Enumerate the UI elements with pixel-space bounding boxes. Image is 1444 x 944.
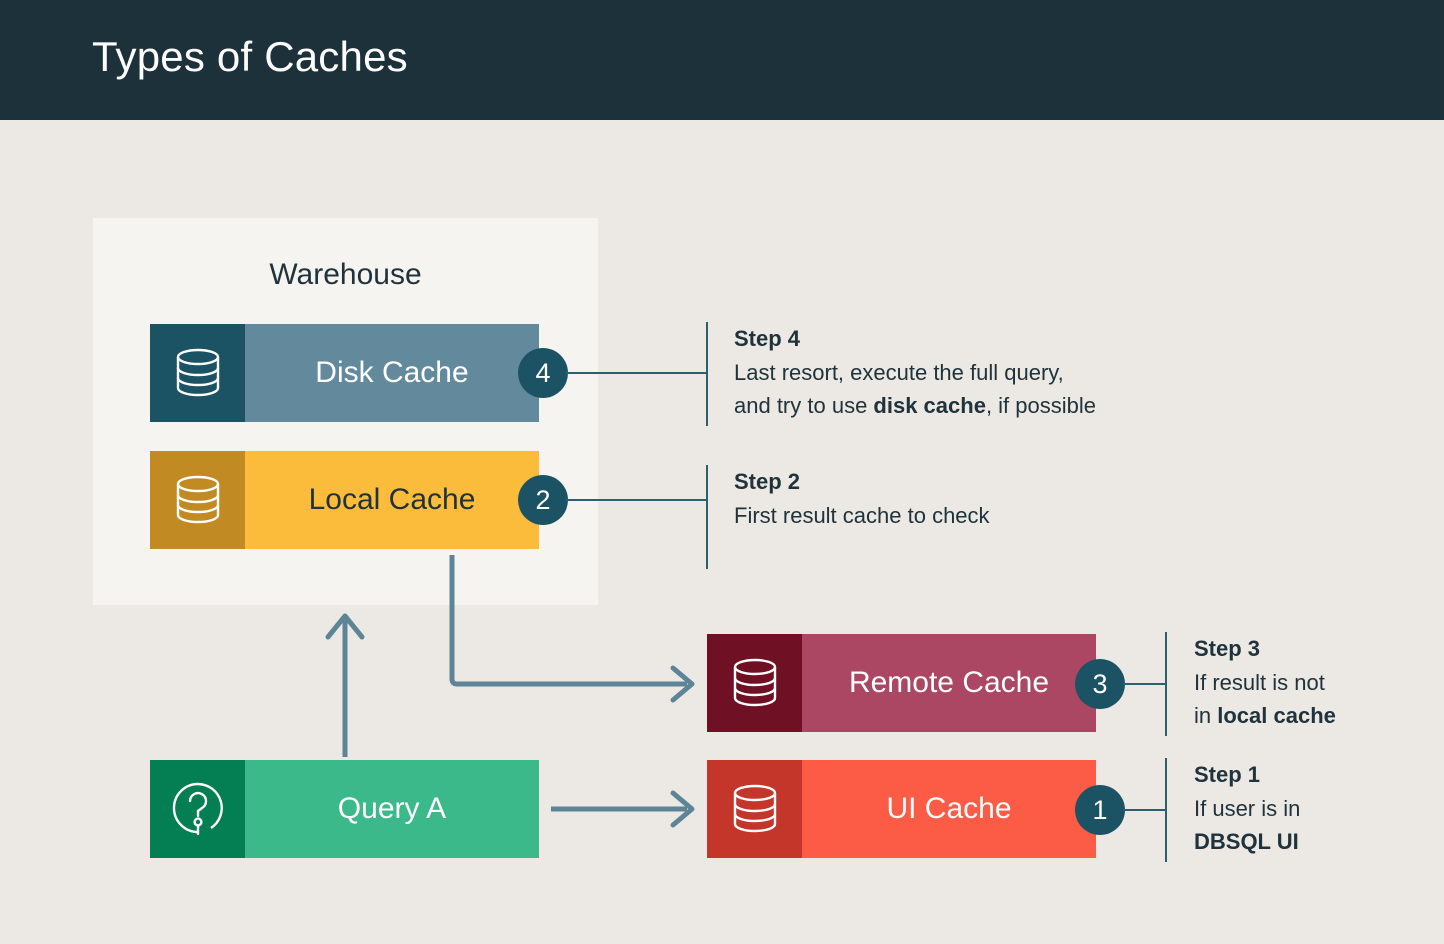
step-3-body: If result is not in local cache xyxy=(1194,666,1424,732)
leader-line-step1 xyxy=(1123,809,1166,811)
step-1-body: If user is in DBSQL UI xyxy=(1194,792,1424,858)
step-1-title: Step 1 xyxy=(1194,762,1261,787)
disk-cache-node[interactable]: Disk Cache xyxy=(150,324,539,422)
ui-cache-label: UI Cache xyxy=(886,792,1012,825)
query-body: Query A xyxy=(245,760,539,858)
local-cache-node[interactable]: Local Cache xyxy=(150,451,539,549)
step-2-title: Step 2 xyxy=(734,469,801,494)
step-badge-1[interactable]: 1 xyxy=(1075,785,1125,835)
step-3-line1: If result is not xyxy=(1194,670,1325,695)
question-mark-circle-icon xyxy=(150,760,245,858)
local-cache-body: Local Cache xyxy=(245,451,539,549)
remote-cache-label: Remote Cache xyxy=(848,666,1050,699)
leader-bracket-step1 xyxy=(1165,758,1167,862)
step-4-block: Step 4 Last resort, execute the full que… xyxy=(734,326,1224,422)
leader-line-step2 xyxy=(566,499,707,501)
ui-cache-node[interactable]: UI Cache xyxy=(707,760,1096,858)
step-4-line2-post: , if possible xyxy=(985,393,1096,418)
disk-cache-body: Disk Cache xyxy=(245,324,539,422)
step-2-body: First result cache to check xyxy=(734,499,1154,532)
step-4-title: Step 4 xyxy=(734,326,801,351)
remote-cache-node[interactable]: Remote Cache xyxy=(707,634,1096,732)
query-node[interactable]: Query A xyxy=(150,760,539,858)
disk-cache-label: Disk Cache xyxy=(315,356,469,389)
step-3-line2-pre: in xyxy=(1194,703,1218,728)
leader-bracket-step2 xyxy=(706,465,708,569)
page-header: Types of Caches xyxy=(0,0,1444,120)
step-1-line2-bold: DBSQL UI xyxy=(1194,829,1299,854)
step-3-title: Step 3 xyxy=(1194,636,1261,661)
database-icon xyxy=(150,451,245,549)
leader-bracket-step4 xyxy=(706,322,708,426)
step-1-block: Step 1 If user is in DBSQL UI xyxy=(1194,762,1424,858)
step-badge-2[interactable]: 2 xyxy=(518,475,568,525)
leader-line-step3 xyxy=(1123,683,1166,685)
arrow-query-to-ui-cache xyxy=(551,790,695,828)
step-3-block: Step 3 If result is not in local cache xyxy=(1194,636,1424,732)
database-icon xyxy=(707,634,802,732)
database-icon xyxy=(150,324,245,422)
step-3-line2-bold: local cache xyxy=(1217,703,1336,728)
step-4-line2-bold: disk cache xyxy=(873,393,986,418)
step-badge-4[interactable]: 4 xyxy=(518,348,568,398)
step-2-block: Step 2 First result cache to check xyxy=(734,469,1154,532)
warehouse-label: Warehouse xyxy=(269,258,422,291)
leader-line-step4 xyxy=(566,372,707,374)
page-title: Types of Caches xyxy=(92,33,408,80)
step-1-line1: If user is in xyxy=(1194,796,1301,821)
local-cache-label: Local Cache xyxy=(308,483,476,516)
ui-cache-body: UI Cache xyxy=(802,760,1096,858)
step-badge-3[interactable]: 3 xyxy=(1075,659,1125,709)
leader-bracket-step3 xyxy=(1165,632,1167,736)
step-2-line1: First result cache to check xyxy=(734,503,990,528)
arrow-query-to-warehouse xyxy=(325,613,365,757)
query-label: Query A xyxy=(337,792,447,825)
step-4-line2-pre: and try to use xyxy=(734,393,874,418)
database-icon xyxy=(707,760,802,858)
step-4-line1: Last resort, execute the full query, xyxy=(734,360,1064,385)
remote-cache-body: Remote Cache xyxy=(802,634,1096,732)
step-4-body: Last resort, execute the full query, and… xyxy=(734,356,1224,422)
